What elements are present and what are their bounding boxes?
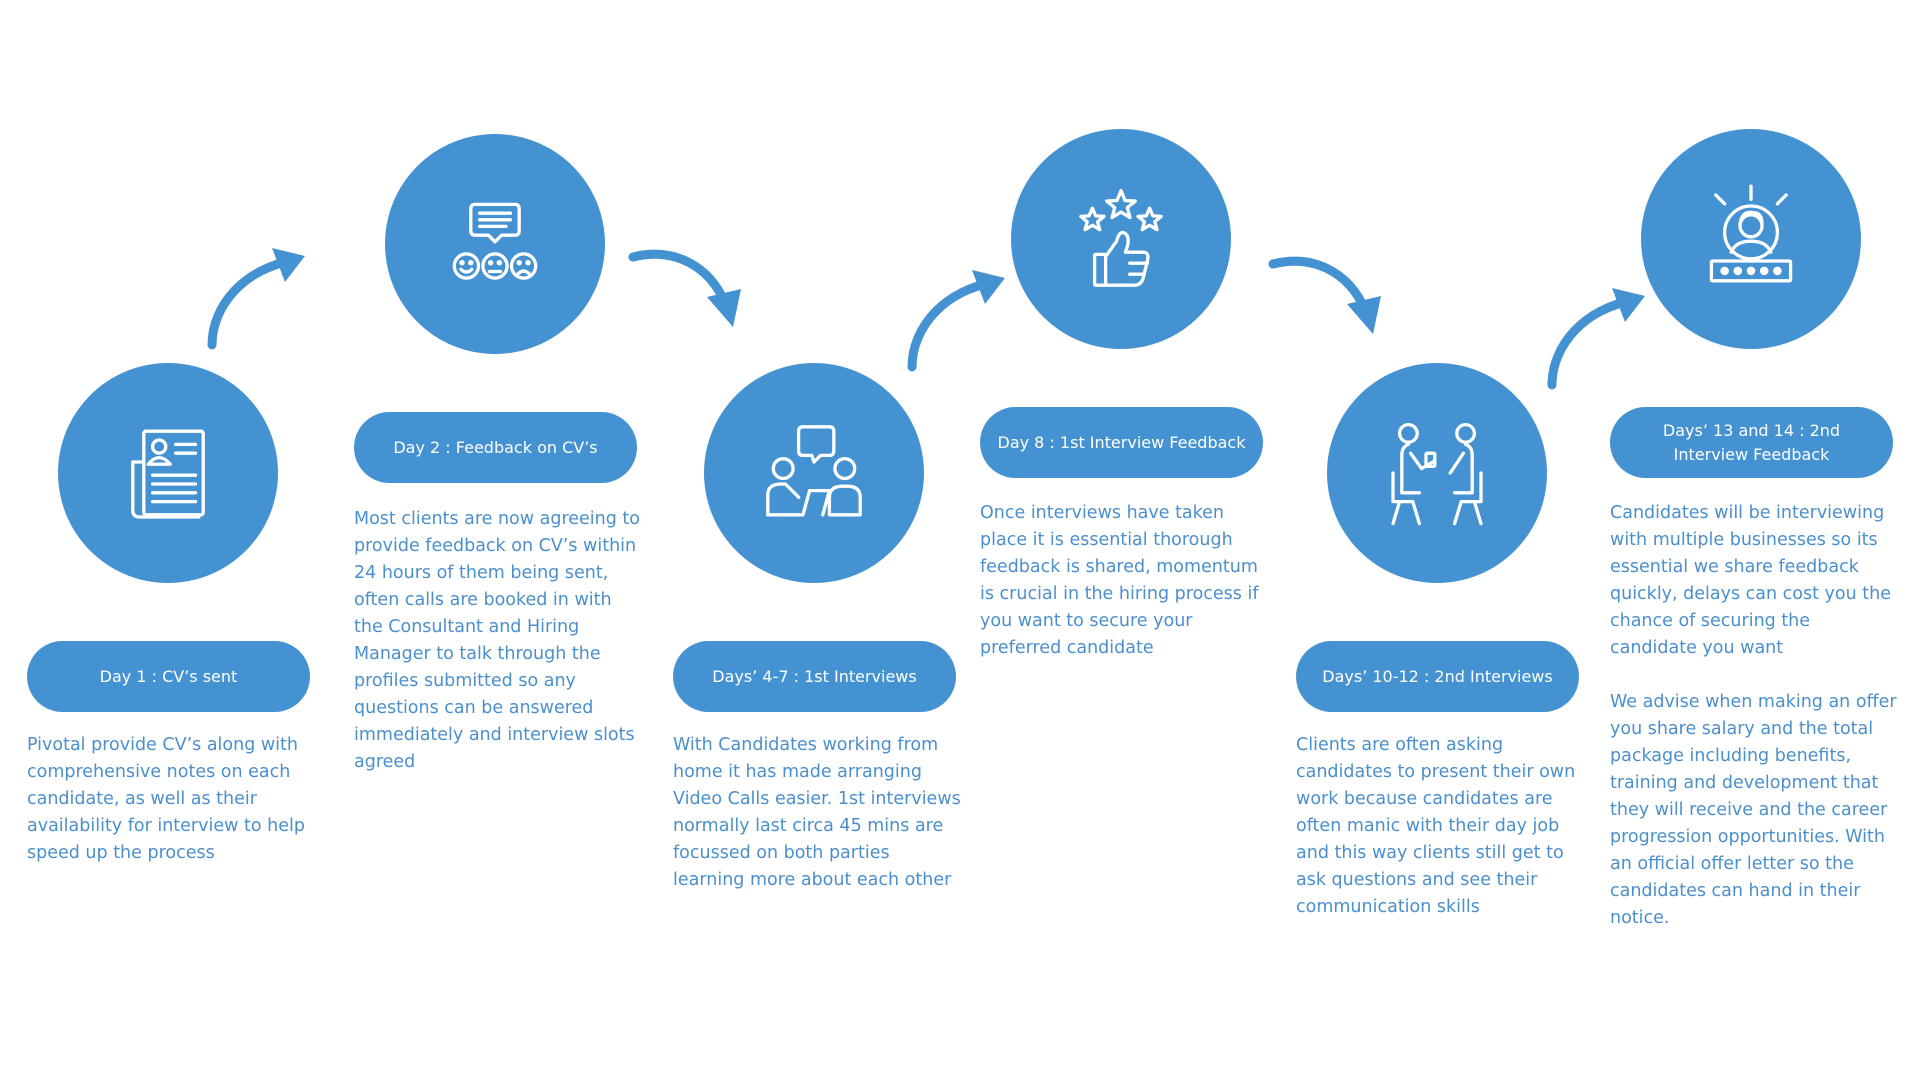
step-6-circle xyxy=(1641,129,1861,349)
arrow-up-icon xyxy=(1547,288,1645,390)
step-5-label: Days’ 10-12 : 2nd Interviews xyxy=(1296,641,1579,712)
step-4-description: Once interviews have taken place it is e… xyxy=(980,500,1270,662)
video-interview-icon xyxy=(766,425,862,517)
step-6-description: Candidates will be interviewing with mul… xyxy=(1610,500,1900,932)
step-6-description-text-2: We advise when making an offer you share… xyxy=(1610,692,1897,928)
step-2-description-text: Most clients are now agreeing to provide… xyxy=(354,509,640,772)
seated-interview-icon xyxy=(1391,422,1483,526)
stars-thumbs-up-icon xyxy=(1079,188,1163,287)
step-3-circle xyxy=(704,363,924,583)
arrow-down-icon xyxy=(628,249,741,327)
step-2-circle xyxy=(385,134,605,354)
step-1-description: Pivotal provide CV’s along with comprehe… xyxy=(27,732,317,867)
step-4-description-text: Once interviews have taken place it is e… xyxy=(980,503,1259,658)
step-2-description: Most clients are now agreeing to provide… xyxy=(354,506,644,776)
step-5-description: Clients are often asking candidates to p… xyxy=(1296,732,1586,921)
arrow-up-icon xyxy=(207,248,305,350)
step-6-label: Days’ 13 and 14 : 2nd Interview Feedback xyxy=(1610,407,1893,478)
step-1-circle xyxy=(58,363,278,583)
step-3-description-text: With Candidates working from home it has… xyxy=(673,735,961,890)
step-2-label: Day 2 : Feedback on CV’s xyxy=(354,412,637,483)
star-candidate-icon xyxy=(1709,184,1793,283)
arrow-up-icon xyxy=(907,270,1005,372)
step-6-description-text-1: Candidates will be interviewing with mul… xyxy=(1610,503,1891,658)
step-3-label: Days’ 4-7 : 1st Interviews xyxy=(673,641,956,712)
step-4-label: Day 8 : 1st Interview Feedback xyxy=(980,407,1263,478)
step-5-description-text: Clients are often asking candidates to p… xyxy=(1296,735,1576,917)
arrow-down-icon xyxy=(1268,256,1381,334)
cv-document-icon xyxy=(131,429,205,519)
feedback-faces-icon xyxy=(452,202,538,280)
step-1-label: Day 1 : CV’s sent xyxy=(27,641,310,712)
step-3-description: With Candidates working from home it has… xyxy=(673,732,963,894)
step-5-circle xyxy=(1327,363,1547,583)
step-1-description-text: Pivotal provide CV’s along with comprehe… xyxy=(27,735,305,863)
step-4-circle xyxy=(1011,129,1231,349)
